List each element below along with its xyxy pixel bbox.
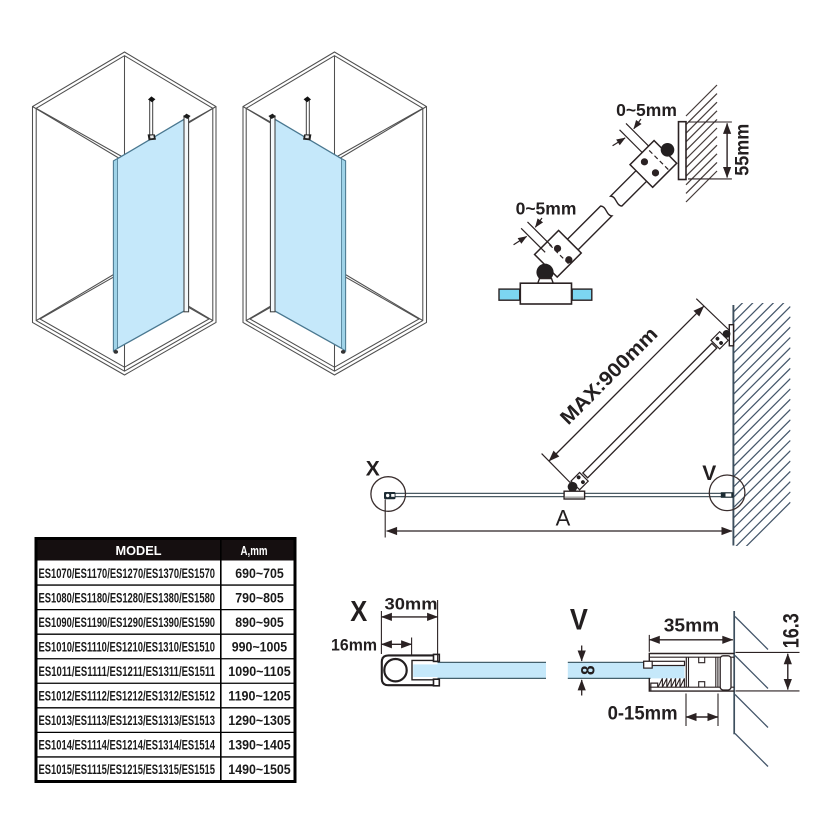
- svg-text:1190~1205: 1190~1205: [228, 688, 291, 704]
- svg-text:0~5mm: 0~5mm: [616, 100, 677, 120]
- svg-text:A: A: [556, 505, 571, 530]
- svg-text:1390~1405: 1390~1405: [228, 737, 291, 753]
- svg-text:690~705: 690~705: [235, 565, 284, 581]
- svg-text:1490~1505: 1490~1505: [228, 761, 291, 777]
- svg-text:ES1080/ES1180/ES1280/ES1380/ES: ES1080/ES1180/ES1280/ES1380/ES1580: [39, 589, 216, 605]
- svg-text:16.3: 16.3: [778, 613, 803, 648]
- svg-text:0-15mm: 0-15mm: [608, 704, 678, 725]
- svg-text:X: X: [350, 596, 368, 628]
- svg-text:0~5mm: 0~5mm: [516, 199, 577, 219]
- svg-text:8: 8: [579, 665, 600, 675]
- svg-text:X: X: [366, 458, 380, 481]
- svg-text:890~905: 890~905: [235, 614, 284, 630]
- svg-text:790~805: 790~805: [235, 589, 284, 605]
- svg-text:30mm: 30mm: [385, 595, 438, 614]
- svg-text:35mm: 35mm: [664, 616, 720, 636]
- svg-text:ES1013/ES1113/ES1213/ES1313/ES: ES1013/ES1113/ES1213/ES1313/ES1513: [39, 712, 216, 728]
- svg-text:ES1010/ES1110/ES1210/ES1310/ES: ES1010/ES1110/ES1210/ES1310/ES1510: [39, 638, 216, 654]
- svg-text:ES1090/ES1190/ES1290/ES1390/ES: ES1090/ES1190/ES1290/ES1390/ES1590: [39, 614, 216, 630]
- svg-text:A,mm: A,mm: [241, 544, 268, 558]
- svg-text:16mm: 16mm: [331, 636, 377, 655]
- svg-text:ES1012/ES1112/ES1212/ES1312/ES: ES1012/ES1112/ES1212/ES1312/ES1512: [39, 688, 216, 704]
- svg-text:ES1015/ES1115/ES1215/ES1315/ES: ES1015/ES1115/ES1215/ES1315/ES1515: [39, 761, 216, 777]
- svg-text:1090~1105: 1090~1105: [228, 663, 291, 679]
- svg-text:V: V: [570, 604, 588, 637]
- svg-text:990~1005: 990~1005: [232, 638, 288, 654]
- svg-text:ES1070/ES1170/ES1270/ES1370/ES: ES1070/ES1170/ES1270/ES1370/ES1570: [39, 565, 216, 581]
- svg-text:MODEL: MODEL: [116, 544, 162, 558]
- svg-text:ES1014/ES1114/ES1214/ES1314/ES: ES1014/ES1114/ES1214/ES1314/ES1514: [39, 737, 216, 753]
- svg-text:1290~1305: 1290~1305: [228, 712, 291, 728]
- svg-text:ES1011/ES1111/ES1211/ES1311/ES: ES1011/ES1111/ES1211/ES1311/ES1511: [39, 663, 216, 679]
- svg-text:55mm: 55mm: [733, 124, 754, 176]
- svg-text:V: V: [702, 462, 716, 485]
